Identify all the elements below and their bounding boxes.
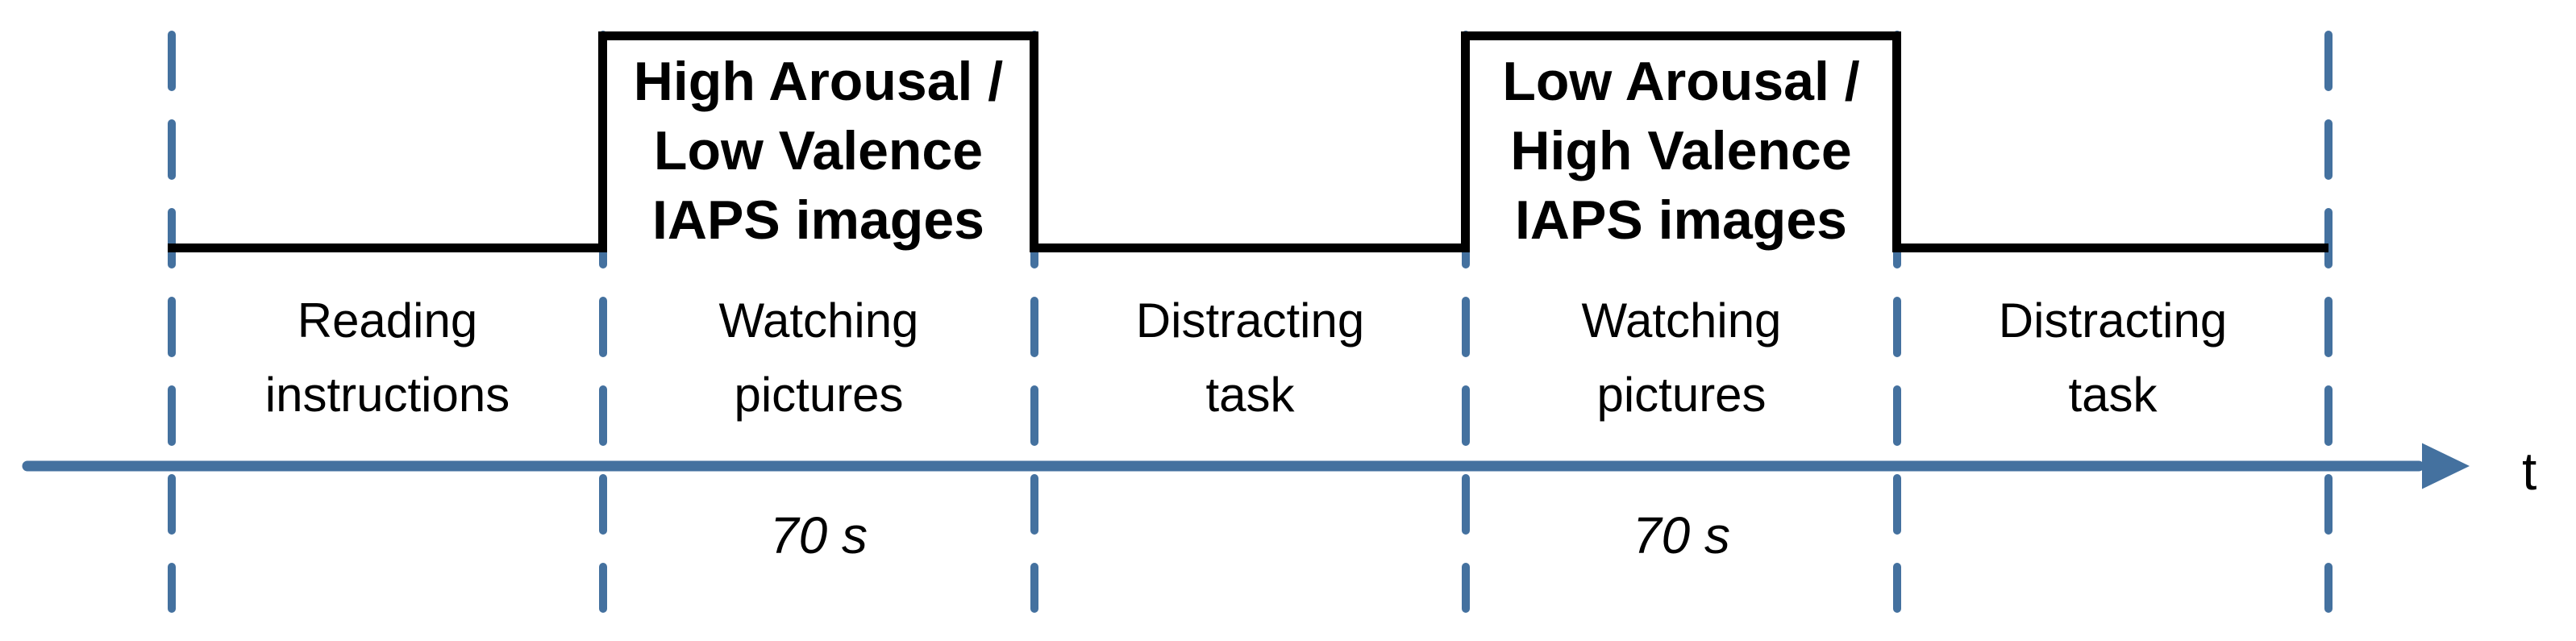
time-axis-arrowhead-icon — [2422, 443, 2470, 489]
segment-label-watching-pictures-2: Watching pictures — [1581, 293, 1782, 422]
time-axis-label: t — [2522, 441, 2537, 501]
segment-label-watching-pictures-1: Watching pictures — [718, 293, 919, 422]
duration-label-2: 70 s — [1633, 506, 1730, 564]
segment-label-distracting-task-1: Distracting task — [1135, 293, 1365, 422]
stimulus-box-label-low-arousal: Low Arousal / High Valence IAPS images — [1502, 51, 1860, 251]
segment-label-reading-instructions: Reading instructions — [264, 293, 510, 422]
segment-label-distracting-task-2: Distracting task — [1998, 293, 2228, 422]
stimulus-box-label-high-arousal: High Arousal / Low Valence IAPS images — [633, 51, 1004, 251]
duration-label-1: 70 s — [770, 506, 868, 564]
signal-pulse-line — [168, 31, 2328, 252]
